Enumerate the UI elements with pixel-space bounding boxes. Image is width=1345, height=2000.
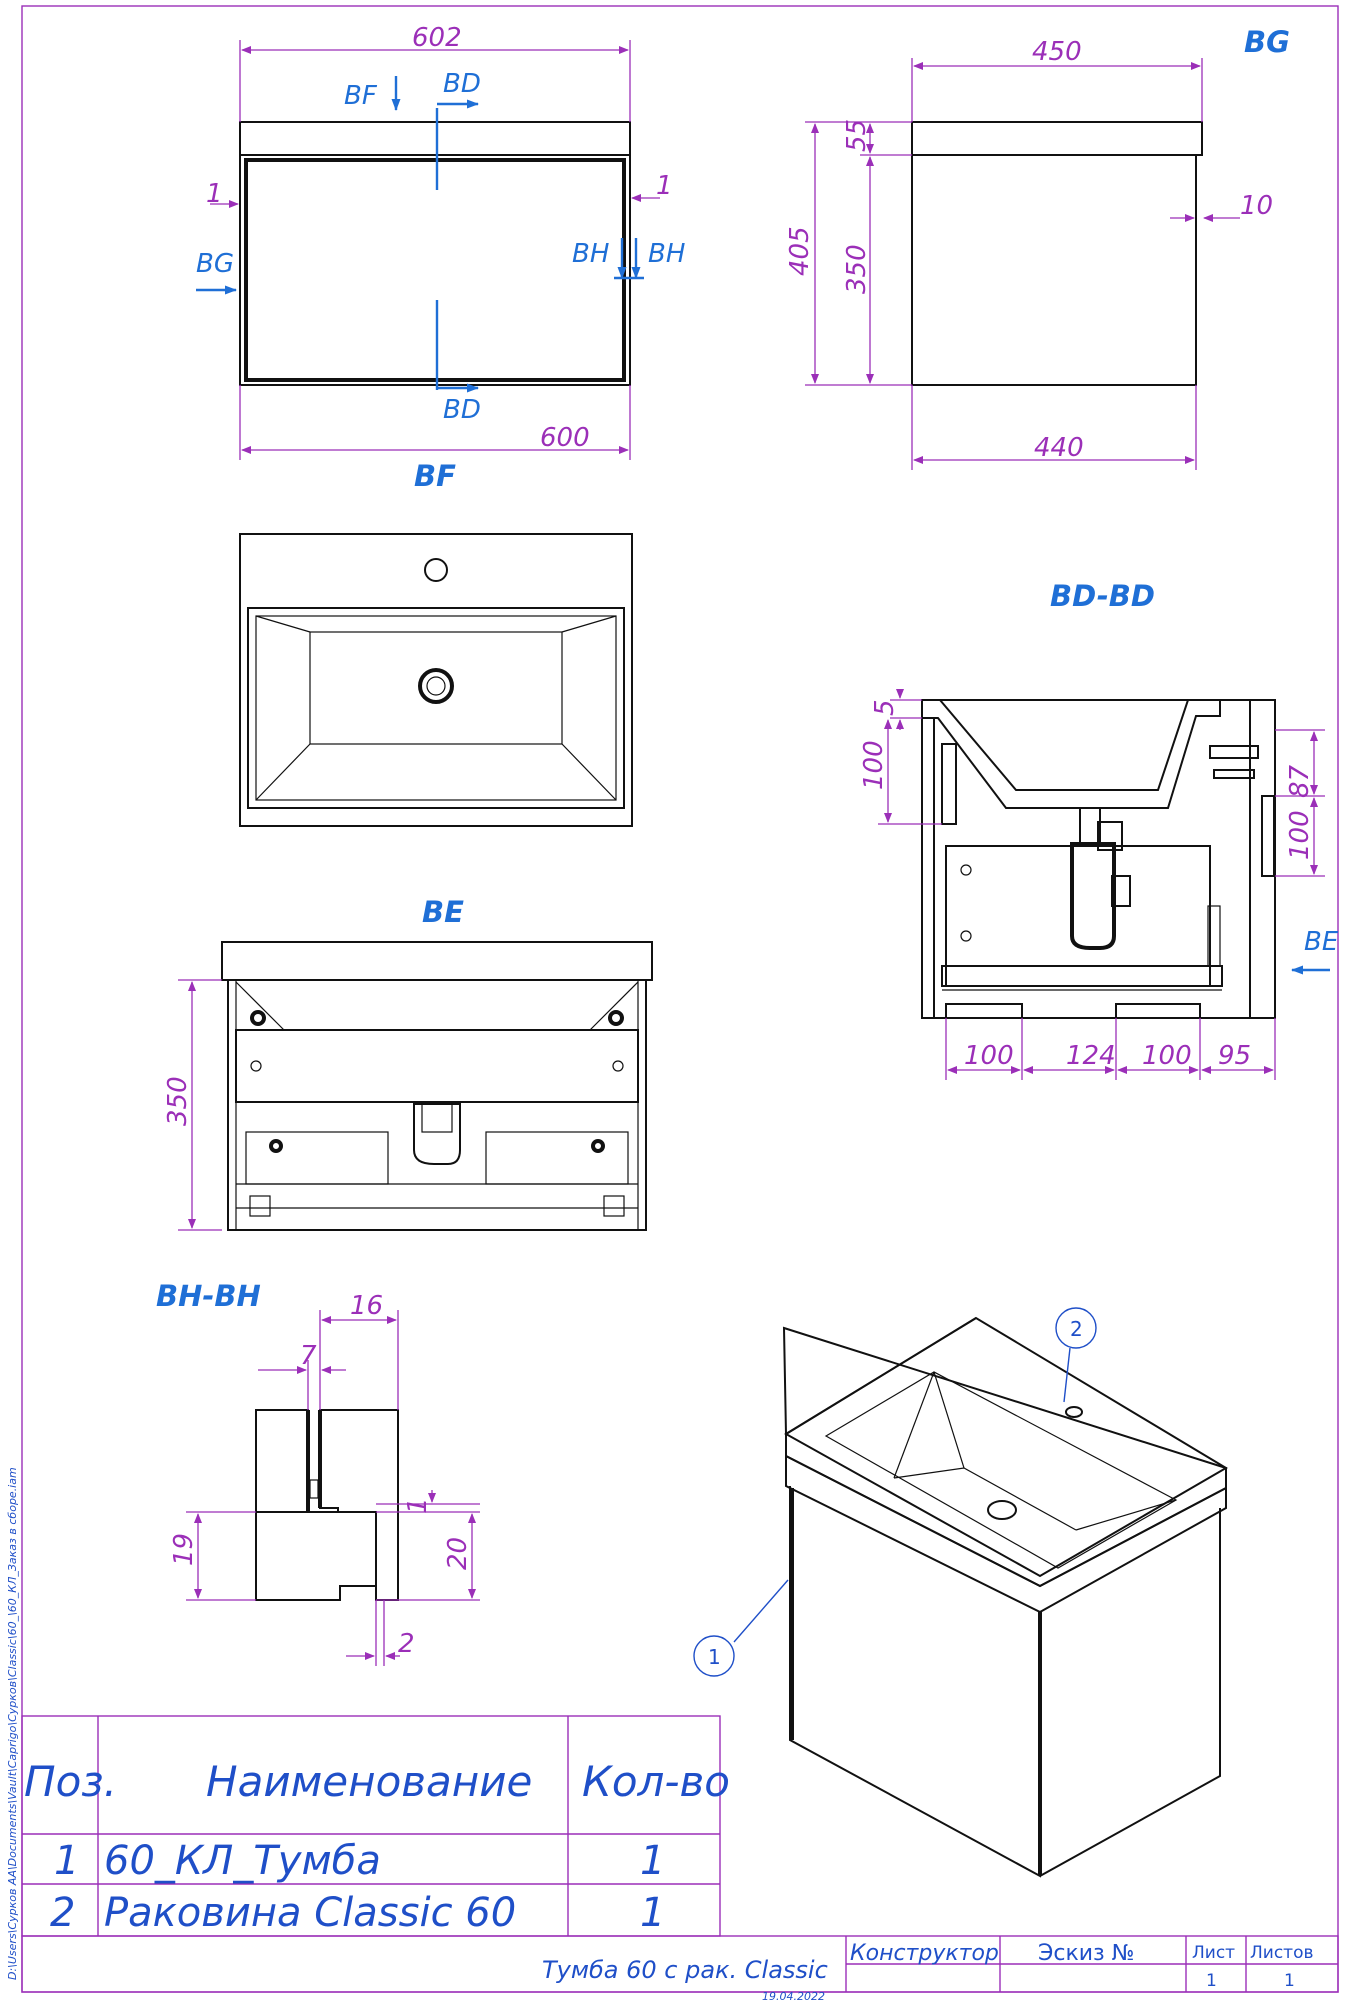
title-block-sheet-label: Лист bbox=[1192, 1943, 1235, 1963]
dim-bd-bottom-100a: 100 bbox=[964, 1041, 1014, 1071]
table-row-1-pos: 1 bbox=[54, 1838, 79, 1884]
dim-front-gap-right: 1 bbox=[656, 171, 673, 201]
dim-side-height-body: 350 bbox=[842, 244, 872, 294]
cut-label-bh-right: BH bbox=[648, 239, 685, 269]
dim-bd-87: 87 bbox=[1285, 764, 1315, 798]
table-row-2-pos: 2 bbox=[50, 1890, 75, 1936]
dim-side-height-total: 405 bbox=[785, 226, 815, 276]
parts-table: Поз. Наименование Кол-во 1 60_КЛ_Тумба 1… bbox=[21, 1715, 730, 1937]
title-block-title: Тумба 60 с рак. Classic bbox=[542, 1956, 828, 1984]
section-bd: BD-BD 5 bbox=[859, 579, 1339, 1080]
dim-front-bottom-width: 600 bbox=[540, 423, 590, 453]
dim-be-height: 350 bbox=[163, 1076, 193, 1126]
balloon-2 bbox=[1055, 1307, 1097, 1349]
top-view bbox=[239, 533, 633, 827]
dim-bd-bottom-100b: 100 bbox=[1142, 1041, 1192, 1071]
drawing-date: 19.04.2022 bbox=[762, 1990, 825, 2000]
balloon-2-label: 2 bbox=[1070, 1317, 1083, 1341]
table-row-1-name: 60_КЛ_Тумба bbox=[104, 1838, 381, 1884]
dim-bd-bottom-95: 95 bbox=[1218, 1041, 1251, 1071]
dim-bh-20: 20 bbox=[443, 1537, 473, 1570]
cut-label-bg: BG bbox=[196, 249, 234, 279]
dim-side-top-thick: 55 bbox=[842, 119, 872, 152]
dim-bd-bottom-124: 124 bbox=[1066, 1041, 1116, 1071]
view-label-be: BE bbox=[422, 895, 464, 929]
balloon-1-label: 1 bbox=[708, 1645, 721, 1669]
dim-bh-16: 16 bbox=[350, 1291, 383, 1321]
file-path: D:\Users\Сурков АА\Documents\Vault\Capri… bbox=[6, 1467, 19, 1980]
view-label-bf: BF bbox=[414, 459, 456, 493]
balloon-1 bbox=[693, 1635, 735, 1677]
title-block-sketch-label: Эскиз № bbox=[1038, 1941, 1135, 1966]
section-bh: BH-BH 16 7 1 20 19 2 bbox=[156, 1279, 480, 1666]
cut-label-bd-bottom: BD bbox=[443, 395, 481, 425]
dim-side-top-depth: 450 bbox=[1032, 37, 1082, 67]
table-row-2-name: Раковина Classic 60 bbox=[104, 1890, 516, 1936]
isometric-view: 1 2 bbox=[693, 1307, 1228, 1878]
table-header-name: Наименование bbox=[206, 1757, 532, 1806]
dim-front-top-width: 602 bbox=[412, 23, 462, 53]
view-label-bg: BG bbox=[1244, 25, 1290, 59]
title-block-sheet-value: 1 bbox=[1206, 1971, 1217, 1991]
front-view: 602 600 1 1 BD BD BF BG BH BH BF bbox=[196, 23, 685, 493]
title-block-sheets-value: 1 bbox=[1284, 1971, 1295, 1991]
table-row-2-qty: 1 bbox=[640, 1890, 665, 1936]
dim-bh-19: 19 bbox=[169, 1533, 199, 1566]
cut-label-bh-left: BH bbox=[572, 239, 609, 269]
cut-label-be: BE bbox=[1304, 927, 1339, 957]
table-row-1-qty: 1 bbox=[640, 1838, 665, 1884]
view-label-bh-bh: BH-BH bbox=[156, 1279, 261, 1313]
side-view: BG 450 440 405 55 350 10 bbox=[785, 25, 1290, 470]
cut-label-bd-top: BD bbox=[443, 69, 481, 99]
sheet-border bbox=[21, 5, 1339, 1993]
dim-bd-100-left: 100 bbox=[859, 740, 889, 790]
dim-side-gap: 10 bbox=[1240, 191, 1273, 221]
table-header-pos: Поз. bbox=[24, 1757, 117, 1806]
dim-bh-2: 2 bbox=[398, 1629, 415, 1659]
view-label-bd-bd: BD-BD bbox=[1050, 579, 1155, 613]
dim-front-gap-left: 1 bbox=[206, 179, 223, 209]
dim-side-bottom-depth: 440 bbox=[1034, 433, 1084, 463]
dim-bh-1: 1 bbox=[403, 1497, 433, 1514]
cut-label-bf: BF bbox=[344, 81, 378, 111]
title-block-sheets-label: Листов bbox=[1250, 1943, 1314, 1963]
title-block: Тумба 60 с рак. Classic Конструктор Эски… bbox=[21, 1935, 1339, 1993]
dim-bh-7: 7 bbox=[300, 1341, 317, 1371]
table-header-qty: Кол-во bbox=[582, 1757, 730, 1806]
view-be: BE 350 bbox=[163, 895, 653, 1231]
title-block-designer-label: Конструктор bbox=[850, 1941, 999, 1966]
dim-bd-100-right: 100 bbox=[1285, 810, 1315, 860]
dim-bd-5: 5 bbox=[870, 699, 900, 716]
